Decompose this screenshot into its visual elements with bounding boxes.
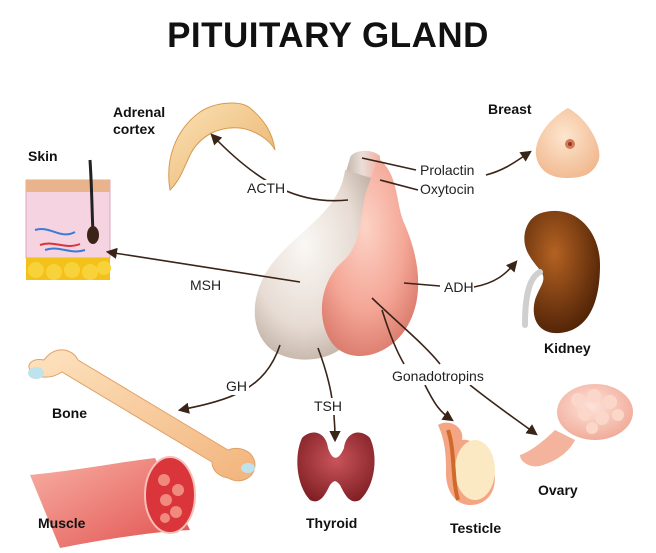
arrow-adh [473, 260, 518, 288]
skin-shape [25, 159, 111, 280]
line-adh [403, 282, 441, 287]
label-adrenal-cortex-line2: cortex [113, 121, 156, 137]
posterior-lobe [321, 158, 419, 357]
label-msh: MSH [188, 277, 224, 294]
label-muscle: Muscle [38, 515, 86, 531]
ovary-shape [520, 384, 633, 467]
arrow-prolactin [485, 150, 532, 176]
bone-shape [28, 349, 256, 482]
breast-shape [535, 108, 600, 178]
pituitary-gland [254, 150, 419, 360]
page-title: PITUITARY GLAND [167, 16, 489, 55]
line-prolactin [361, 157, 417, 171]
label-gh: GH [224, 378, 249, 395]
arrow-msh [105, 247, 301, 283]
label-ovary: Ovary [538, 482, 578, 498]
label-breast: Breast [488, 101, 532, 117]
arrow-testicle [424, 384, 454, 422]
label-bone: Bone [52, 405, 87, 421]
label-kidney: Kidney [544, 340, 591, 356]
muscle-shape [30, 456, 196, 548]
label-thyroid: Thyroid [306, 515, 358, 531]
arrow-ovary [469, 384, 538, 436]
arrow-tsh [317, 347, 341, 443]
testicle-shape [438, 422, 495, 505]
label-acth: ACTH [245, 180, 288, 197]
label-adrenal-cortex-line1: Adrenal [113, 104, 166, 120]
line-gonadotropins-a [381, 309, 405, 365]
label-skin: Skin [28, 148, 58, 164]
line-gonadotropins-b [371, 297, 441, 365]
label-oxytocin: Oxytocin [420, 181, 475, 197]
kidney-shape [522, 210, 600, 334]
label-gonadotropins: Gonadotropins [390, 368, 486, 385]
label-adh: ADH [444, 279, 474, 295]
label-tsh: TSH [312, 398, 344, 415]
line-oxytocin [379, 179, 419, 191]
adrenal-cortex-shape [168, 102, 276, 192]
label-testicle: Testicle [450, 520, 502, 536]
thyroid-shape [297, 432, 375, 502]
label-prolactin: Prolactin [420, 162, 475, 178]
label-adrenal-cortex: Adrenal cortex [113, 104, 165, 138]
